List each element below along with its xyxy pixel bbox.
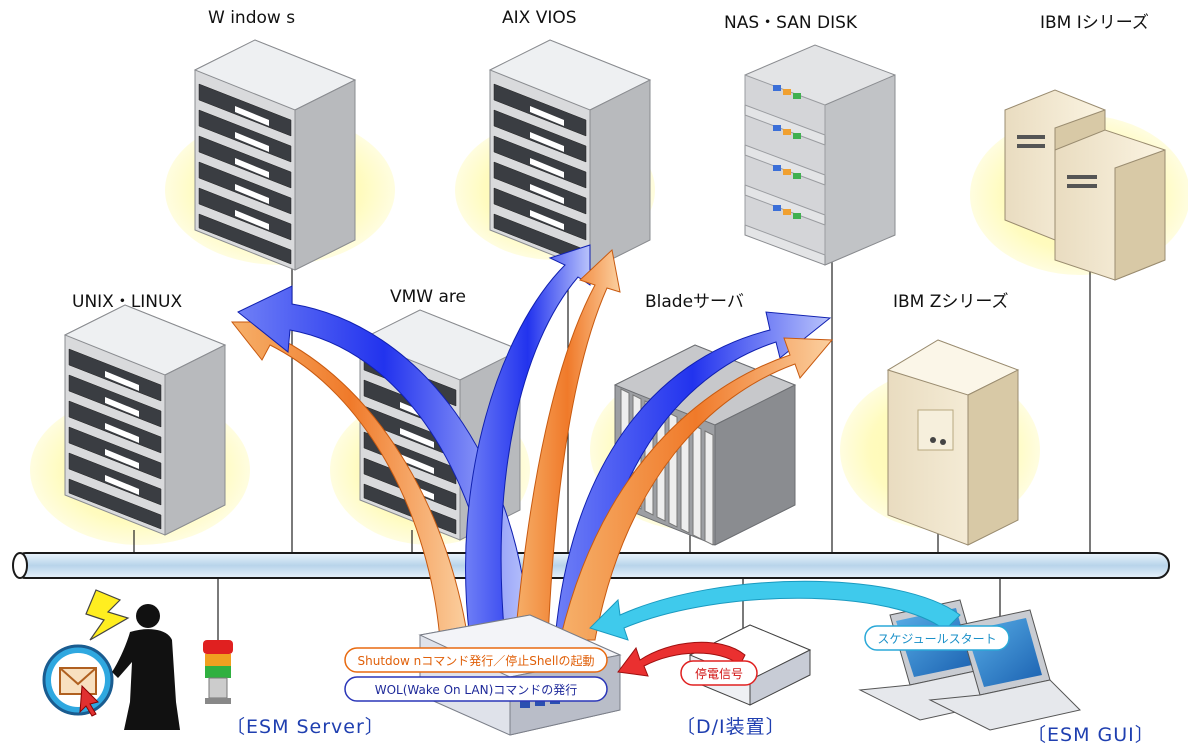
unix-server	[64, 304, 226, 536]
label-unix: UNIX・LINUX	[72, 292, 183, 312]
pill-wol-text: WOL(Wake On LAN)コマンドの発行	[374, 683, 578, 697]
arrow-power-red	[617, 641, 746, 677]
aix-server	[489, 39, 651, 271]
arrow-middle-orange	[514, 249, 621, 641]
ibm-i-servers	[1004, 89, 1166, 281]
label-ibm-i: IBM Iシリーズ	[1040, 13, 1149, 33]
label-aix: AIX VIOS	[502, 8, 577, 28]
ibm-z-mainframe	[886, 339, 1020, 546]
label-esm-gui: 〔ESM GUI〕	[1027, 724, 1155, 746]
pill-schedule	[864, 625, 1010, 651]
label-di-device: 〔D/I装置〕	[676, 716, 786, 738]
arrow-middle-blue	[465, 244, 591, 641]
pill-power	[680, 660, 758, 686]
label-vmware: VMW are	[390, 287, 467, 307]
pill-power-text: 停電信号	[694, 667, 743, 681]
arrow-right-orange	[559, 337, 834, 641]
pill-shutdown-text: Shutdow nコマンド発行／停止Shellの起動	[357, 654, 595, 668]
pill-wol	[344, 676, 608, 702]
label-nas: NAS・SAN DISK	[724, 13, 858, 33]
mail-icon	[42, 644, 114, 717]
pill-schedule-text: スケジュールスタート	[877, 632, 997, 646]
person-icon	[112, 604, 180, 730]
windows-server	[194, 39, 356, 271]
signal-tower-icon	[203, 640, 233, 704]
label-windows: W indow s	[208, 8, 296, 28]
pill-shutdown	[344, 647, 608, 673]
label-blade: Bladeサーバ	[645, 292, 744, 312]
label-esm-server: 〔ESM Server〕	[226, 716, 385, 738]
arrow-schedule-cyan	[589, 580, 961, 641]
lightning-icon	[85, 589, 130, 641]
label-ibm-z: IBM Zシリーズ	[893, 292, 1009, 312]
nas-storage	[744, 44, 896, 266]
